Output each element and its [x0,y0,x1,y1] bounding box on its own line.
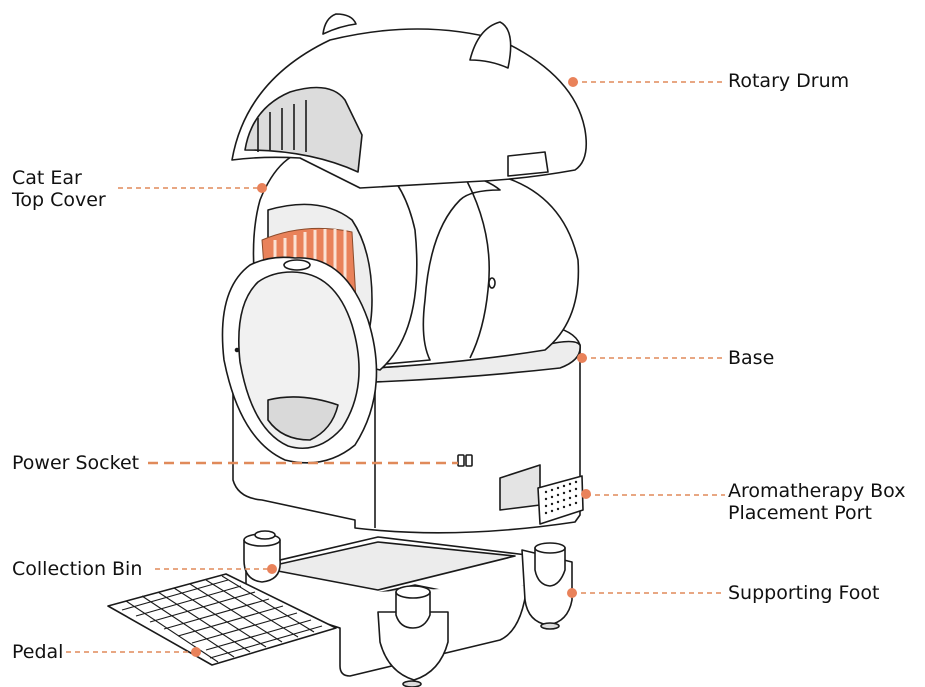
label-rotary-drum: Rotary Drum [728,70,849,92]
label-base-text: Base [728,347,775,369]
label-power-socket-text: Power Socket [12,452,140,474]
right-cat-ear [469,21,512,69]
callout-dot-cat-ear-top-cover [257,183,267,193]
label-aromatherapy-line-1: Aromatherapy Box [728,480,906,502]
top-cover-ribs [257,100,307,152]
callout-dots [191,77,591,657]
power-socket-ports [457,454,473,467]
top-cover-inner-cutout [244,86,363,173]
label-base: Base [728,347,774,369]
foot-back-right [521,542,573,630]
label-rotary-drum-text: Rotary Drum [728,70,850,92]
label-pedal: Pedal [12,641,63,663]
label-cat-ear-line-2: Top Cover [12,189,106,211]
callout-dot-base [577,353,587,363]
label-power-socket: Power Socket [12,452,139,474]
label-aromatherapy-box: Aromatherapy Box Placement Port [728,480,905,524]
leader-lines [66,81,725,653]
label-supporting-foot-text: Supporting Foot [728,582,880,604]
entrance-sensor-dot [234,347,240,353]
top-cover-handle [507,151,549,177]
label-pedal-text: Pedal [12,641,64,663]
label-cat-ear-line-1: Cat Ear [12,167,82,189]
label-cat-ear-top-cover: Cat Ear Top Cover [12,167,106,211]
label-collection-bin-text: Collection Bin [12,558,143,580]
aroma-grille-holes [544,480,578,515]
pedal-grid [121,575,323,663]
collection-bin-rim [261,541,516,591]
entrance-step [267,396,339,441]
left-cat-ear [322,13,357,35]
label-aromatherapy-line-2: Placement Port [728,502,872,524]
callout-dot-rotary-drum [568,77,578,87]
callout-dot-aromatherapy-box [581,489,591,499]
callout-dot-collection-bin [267,564,277,574]
drum-side-bolt [488,277,496,289]
foot-front-right [377,585,449,687]
aroma-grille [537,475,584,525]
callout-dot-supporting-foot [567,588,577,598]
entrance-top-knob [283,259,311,271]
label-supporting-foot: Supporting Foot [728,582,879,604]
foot-back-left [243,530,281,583]
callout-dot-pedal [191,647,201,657]
label-collection-bin: Collection Bin [12,558,142,580]
